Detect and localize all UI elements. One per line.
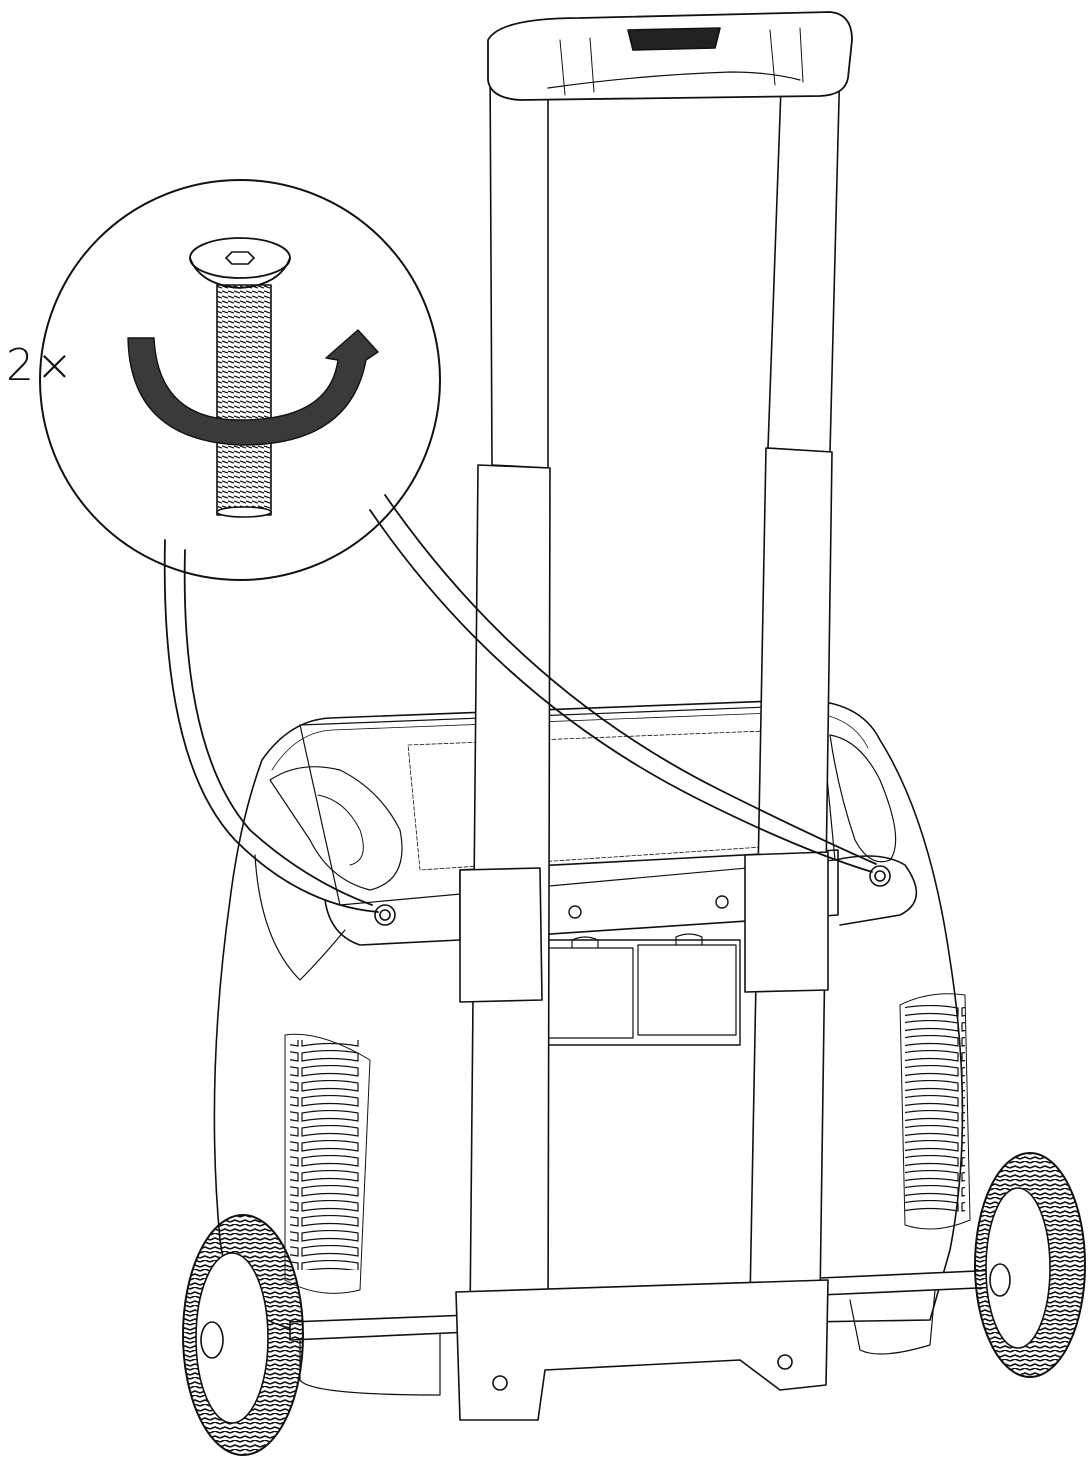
screw-icon <box>189 237 291 518</box>
quantity-label: 2× <box>6 340 75 391</box>
right-wheel <box>974 1152 1086 1378</box>
left-wheel <box>182 1214 304 1456</box>
wheel-axle <box>289 1269 1001 1341</box>
rotate-clockwise-arrow-icon <box>127 329 379 446</box>
screw-detail-callout <box>39 179 877 913</box>
telescoping-handle <box>455 11 853 1421</box>
